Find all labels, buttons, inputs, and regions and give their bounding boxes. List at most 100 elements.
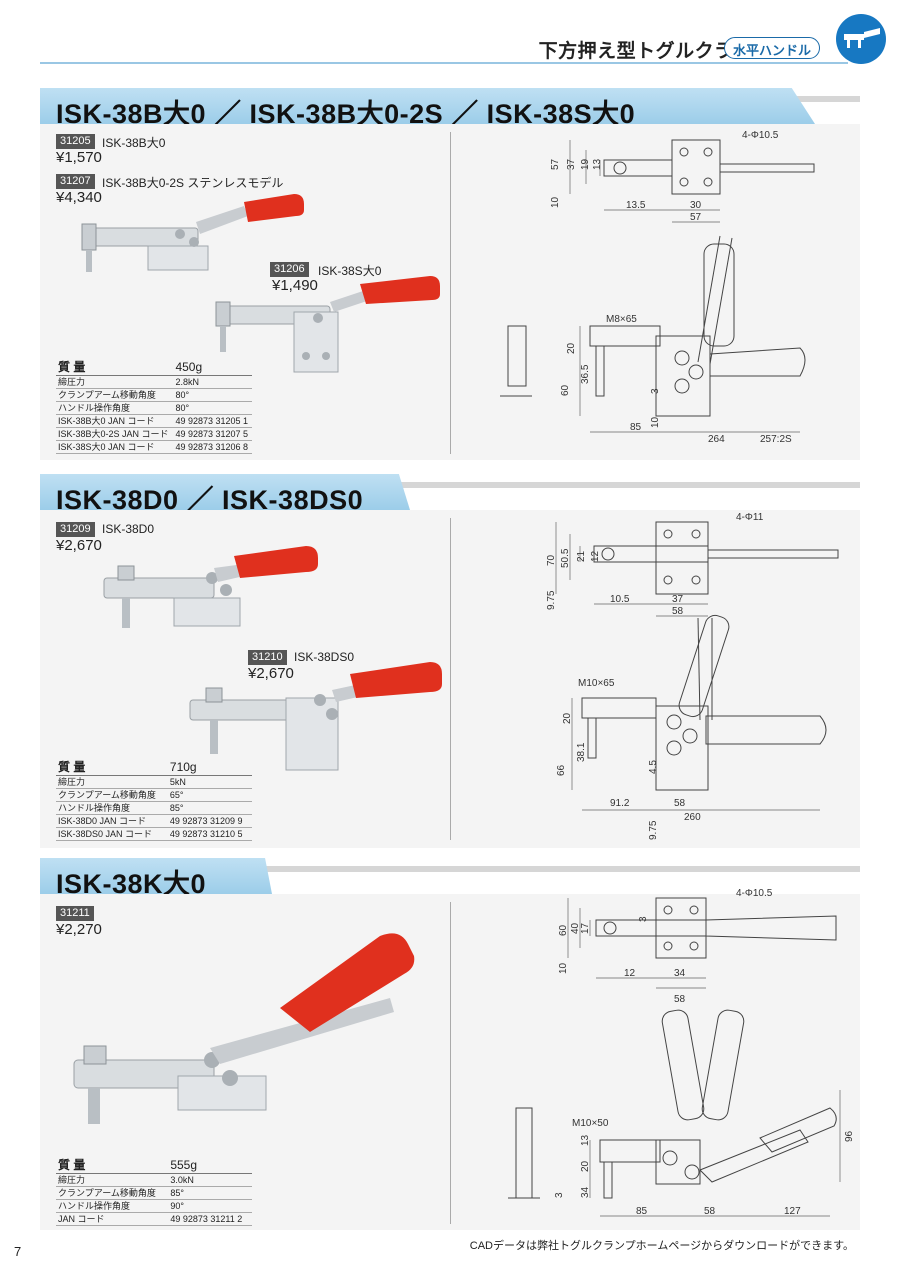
banner-shadow	[40, 866, 860, 872]
dim-label: 17	[580, 922, 591, 934]
spec-value: 80°	[173, 401, 252, 415]
product-code: 31206	[270, 262, 309, 277]
dim-label: 10	[550, 196, 561, 208]
spec-value: 85°	[168, 1186, 252, 1200]
page-header: 下方押え型トグルクランプ 水平ハンドル	[0, 0, 900, 80]
spec-value: 49 92873 31211 2	[168, 1212, 252, 1226]
toggle-clamp-logo-icon	[836, 14, 886, 64]
model-name: ISK-38B大0-2S ステンレスモデル	[102, 176, 284, 190]
dim-label: 264	[708, 434, 725, 445]
dim-label: 10	[650, 416, 661, 428]
spec-label: 締圧力	[56, 375, 174, 389]
spec-label: ハンドル操作角度	[56, 401, 174, 415]
dim-label: M8×65	[606, 314, 637, 325]
spec-value: 49 92873 31207 5	[173, 427, 252, 441]
dim-label: 12	[624, 968, 636, 979]
price: ¥2,270	[56, 921, 102, 938]
spec-label: 質 量	[56, 760, 168, 776]
spec-label: ISK-38S大0 JAN コード	[56, 440, 174, 454]
dim-label: 9.75	[546, 590, 557, 610]
spec-label: 締圧力	[56, 1173, 169, 1187]
dim-label: 36.5	[580, 364, 591, 384]
dim-label: 12	[590, 550, 601, 562]
model-name: ISK-38D0	[102, 522, 155, 536]
page-number: 7	[14, 1244, 22, 1259]
product-code: 31209	[56, 522, 95, 537]
dim-label: 13	[592, 158, 603, 170]
clamp-photo-isk-38s	[215, 276, 440, 373]
clamp-photo-isk-38k	[73, 933, 415, 1124]
dim-label: 13	[580, 1134, 591, 1146]
banner-shadow	[40, 482, 860, 488]
price: ¥4,340	[56, 189, 102, 206]
dim-label: 20	[566, 342, 577, 354]
dim-label: M10×50	[572, 1118, 609, 1129]
spec-label: 質 量	[56, 1158, 169, 1174]
section-banner: ISK-38K大0	[40, 858, 272, 894]
dim-label: 4-Φ11	[736, 512, 764, 523]
spec-label: クランプアーム移動角度	[56, 388, 174, 402]
dim-label: 38.1	[576, 742, 587, 762]
product-code: 31210	[248, 650, 287, 665]
dim-label: 50.5	[560, 548, 571, 568]
spec-label: JAN コード	[56, 1212, 169, 1226]
model-name: ISK-38DS0	[294, 650, 355, 664]
section-title: ISK-38D0 ／ ISK-38DS0	[56, 485, 364, 515]
spec-value: 2.8kN	[173, 375, 252, 389]
spec-value: 49 92873 31209 9	[167, 814, 252, 828]
clamp-photo-isk-38b	[81, 194, 304, 272]
section-banner: ISK-38B大0 ／ ISK-38B大0-2S ／ ISK-38S大0	[40, 88, 815, 124]
dim-label: 58	[672, 606, 684, 617]
dim-label: 20	[562, 712, 573, 724]
dim-label: 85	[630, 422, 642, 433]
dim-label: 34	[580, 1186, 591, 1198]
column-divider	[450, 132, 451, 454]
dim-label: 96	[844, 1130, 855, 1142]
spec-value: 49 92873 31206 8	[173, 440, 252, 454]
spec-label: ISK-38B大0-2S JAN コード	[56, 427, 174, 441]
dim-label: 66	[556, 764, 567, 776]
dim-label: 37	[566, 158, 577, 170]
dim-label: 60	[560, 384, 571, 396]
price: ¥2,670	[248, 665, 294, 682]
clamp-photo-isk-38ds	[189, 662, 442, 771]
dimension-drawing: 4-Φ10.5 60 40 17 3 10 12 34 58 M10×50 13…	[508, 888, 855, 1217]
page-title: 下方押え型トグルクランプ	[538, 41, 772, 62]
spec-label: クランプアーム移動角度	[56, 1186, 169, 1200]
spec-value: 49 92873 31210 5	[167, 827, 252, 841]
product-code: 31205	[56, 134, 95, 149]
spec-label: ハンドル操作角度	[56, 801, 168, 815]
dim-label: 10.5	[610, 594, 630, 605]
section-title: ISK-38K大0	[56, 869, 207, 899]
dim-label: 60	[558, 924, 569, 936]
price: ¥1,490	[272, 277, 318, 294]
spec-value: 710g	[167, 760, 252, 776]
dim-label: 91.2	[610, 798, 630, 809]
spec-value: 555g	[168, 1158, 252, 1174]
dim-label: 58	[704, 1206, 716, 1217]
dim-label: 58	[674, 798, 686, 809]
spec-label: ISK-38B大0 JAN コード	[56, 414, 174, 428]
spec-value: 80°	[173, 388, 252, 402]
product-code: 31211	[56, 906, 94, 921]
dim-label: 34	[674, 968, 686, 979]
model-name: ISK-38B大0	[102, 136, 166, 150]
dim-label: 4-Φ10.5	[736, 888, 773, 899]
dim-label: 57	[690, 212, 702, 223]
spec-value: 90°	[168, 1199, 252, 1213]
spec-value: 5kN	[167, 775, 252, 789]
dim-label: 4-Φ10.5	[742, 130, 779, 141]
column-divider	[450, 902, 451, 1224]
dim-label: 37	[672, 594, 684, 605]
dim-label: 3	[554, 1192, 565, 1198]
spec-label: 締圧力	[56, 775, 168, 789]
spec-label: ISK-38DS0 JAN コード	[56, 827, 168, 841]
spec-value: 450g	[173, 360, 252, 376]
dim-label: 9.75	[648, 820, 659, 840]
dimension-drawing: 4-Φ10.5 57 37 19 13 10 13.5 30 57 M8×65 …	[500, 130, 815, 445]
header-rule	[40, 62, 848, 64]
